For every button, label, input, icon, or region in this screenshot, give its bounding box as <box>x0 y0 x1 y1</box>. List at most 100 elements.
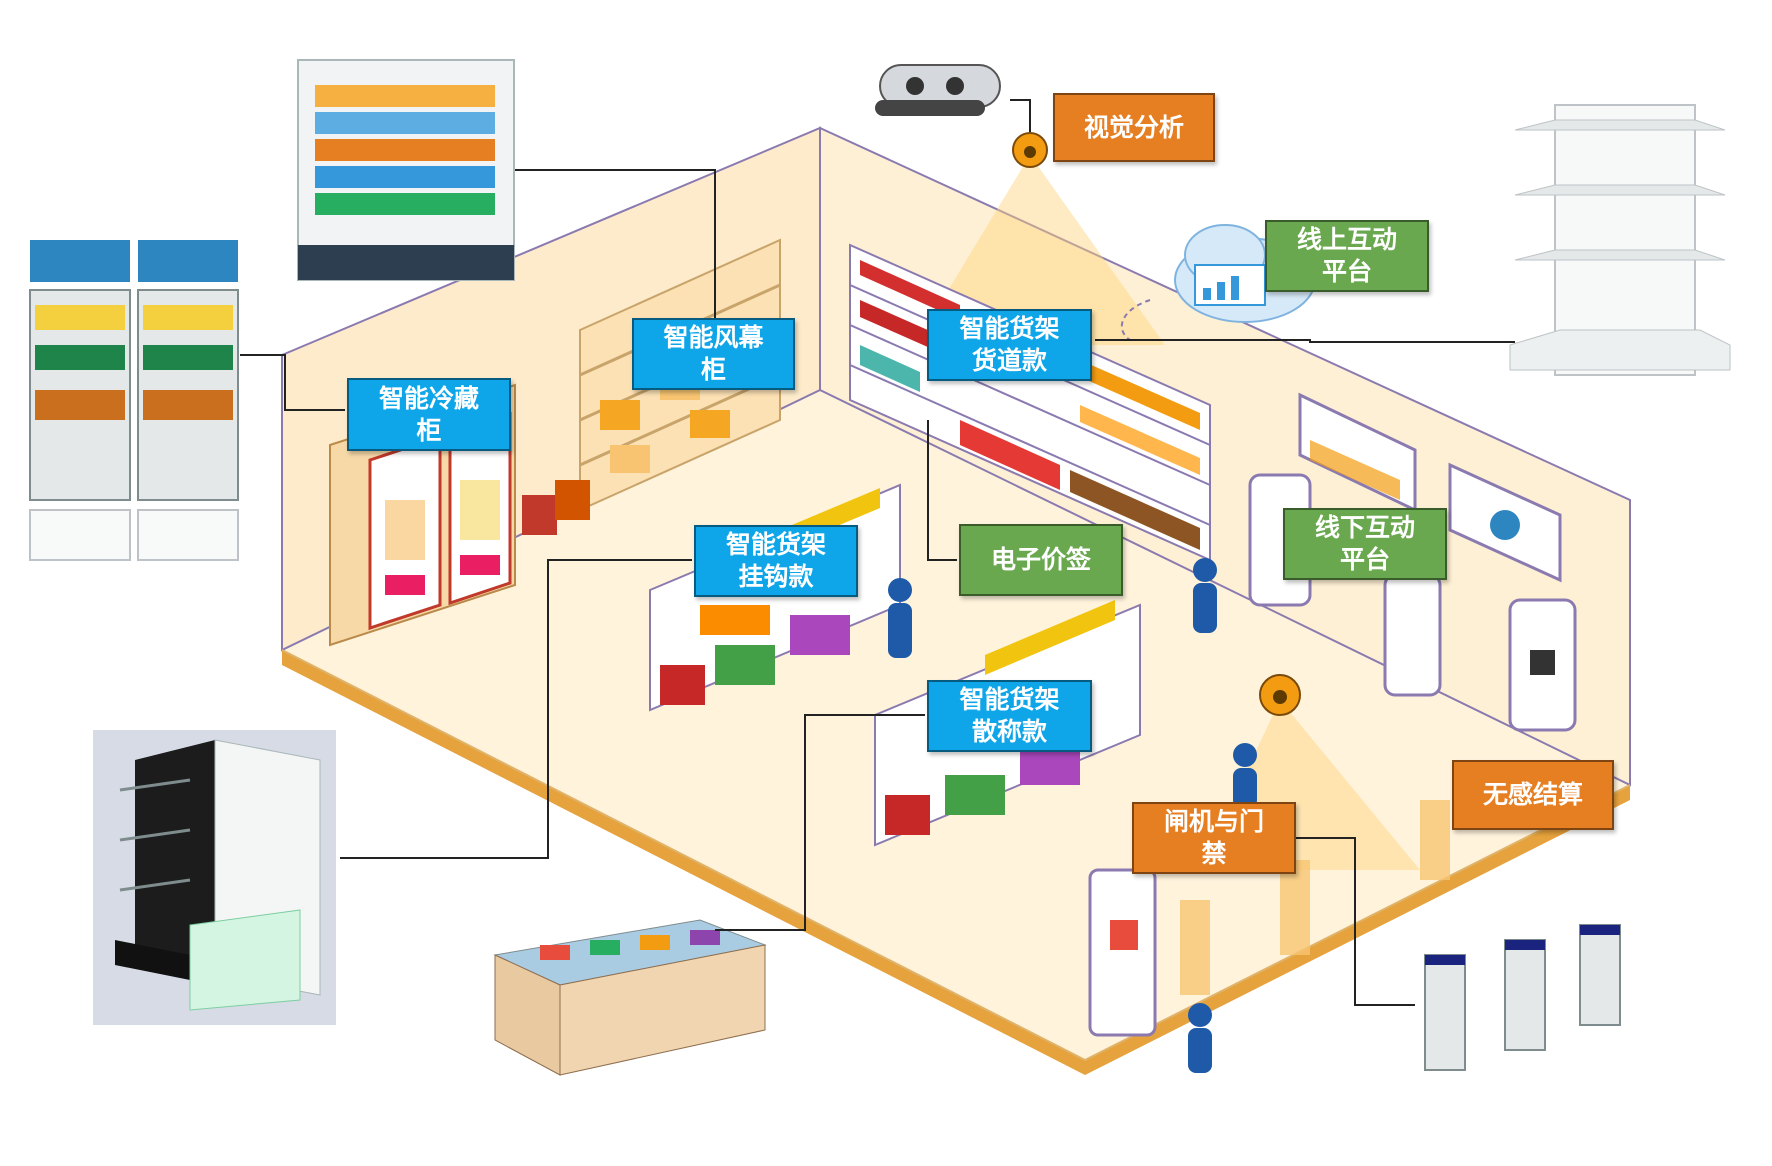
fridge-row <box>35 305 125 330</box>
connector-bulk <box>715 714 925 931</box>
cloud-screen-bar <box>1217 282 1225 300</box>
gate-panel <box>1424 954 1466 1071</box>
chiller-shelf <box>315 166 495 188</box>
pegboard-base-green <box>189 909 301 1011</box>
hook-goods-green <box>715 645 775 685</box>
vision-light-cone <box>915 155 1165 345</box>
fridge-top-panel <box>138 240 238 282</box>
shopper-body <box>1188 1028 1212 1073</box>
label-offline-platform: 线下互动 平台 <box>1283 508 1447 580</box>
wall-shelf-tier <box>1514 184 1726 196</box>
gate-top <box>1580 925 1620 935</box>
offline-screens <box>1248 392 1577 732</box>
wind-shelf-goods <box>690 410 730 438</box>
lane-goods-orange <box>1080 405 1200 475</box>
shopper-head <box>888 578 912 602</box>
bulk-goods <box>540 945 570 960</box>
lane-goods-brown <box>1070 470 1200 550</box>
bulk-goods <box>690 930 720 945</box>
wind-shelf-goods <box>610 445 650 473</box>
connector-vision <box>1010 99 1031 132</box>
shopper-head <box>1233 743 1257 767</box>
open-air-chiller-icon <box>297 59 515 281</box>
poster-stand <box>1088 868 1157 1037</box>
bulk-goods <box>640 935 670 950</box>
fridge-row <box>35 345 125 370</box>
gate-post <box>1180 900 1210 995</box>
cloud-screen-bar <box>1203 288 1211 300</box>
vision-camera-lens <box>906 77 924 95</box>
fridge-base <box>29 509 131 561</box>
label-online-platform: 线上互动 平台 <box>1265 220 1429 292</box>
chiller-shelf <box>315 85 495 107</box>
fridge-row <box>143 390 233 420</box>
shopper-figure-icon <box>1193 558 1217 633</box>
hook-goods-purple <box>790 615 850 655</box>
bulk-goods-red <box>885 795 930 835</box>
connector-eprice <box>927 420 957 561</box>
shopper-figure-icon <box>888 578 912 658</box>
fridge-bottles <box>460 480 500 540</box>
floor-right-outline <box>1084 784 1631 1061</box>
floor-left-outline <box>281 649 1086 1061</box>
shopper-head <box>1188 1003 1212 1027</box>
speed-gate-icon <box>1424 924 1621 1071</box>
lane-goods-red <box>860 260 960 320</box>
bulk-bin-table-icon <box>493 919 767 1076</box>
lane-goods-teal <box>860 345 920 392</box>
chiller-shelf <box>315 112 495 134</box>
lane-goods-red <box>960 420 1060 490</box>
bulk-table-side <box>559 944 766 1076</box>
fridge-row <box>35 390 125 420</box>
wall-shelf-base <box>1509 329 1731 371</box>
entrance-items <box>1088 800 1450 1037</box>
wall-screen-chart <box>1310 440 1400 500</box>
label-smart-shelf-hook: 智能货架 挂钩款 <box>694 525 858 597</box>
vision-camera-icon <box>875 64 1001 116</box>
cloud-screen-bar <box>1231 276 1239 300</box>
label-smart-wind-cabinet: 智能风幕 柜 <box>632 318 795 390</box>
qr-code-icon <box>1530 650 1555 675</box>
hook-goods-red <box>660 665 705 705</box>
gate-post <box>1420 800 1450 880</box>
connector-gate <box>1295 837 1415 1006</box>
connector-fridge <box>240 354 345 411</box>
label-smart-fridge: 智能冷藏 柜 <box>347 378 511 451</box>
fridge-goods <box>385 575 425 595</box>
vision-camera-base <box>875 100 985 116</box>
shopper-body <box>888 603 912 658</box>
chiller-shelf <box>315 193 495 215</box>
gate-panel <box>1504 939 1546 1051</box>
peg-hook <box>119 828 191 842</box>
ceiling-camera-lens <box>1273 690 1287 704</box>
gate-top <box>1425 955 1465 965</box>
label-electronic-price-tag: 电子价签 <box>959 524 1123 596</box>
label-smart-shelf-lane: 智能货架 货道款 <box>927 309 1092 381</box>
connector-lane <box>1095 339 1515 343</box>
wall-shelf-icon <box>1509 104 1731 376</box>
vision-camera-lens <box>946 77 964 95</box>
fridge-bottles <box>385 500 425 560</box>
shopper-body <box>1193 583 1217 633</box>
floor-edge <box>282 650 1085 1075</box>
lane-goods-orange <box>1080 360 1200 430</box>
shopping-basket-icon <box>522 495 557 535</box>
fridge-row <box>143 345 233 370</box>
pegboard-shelf-icon <box>93 730 336 1025</box>
shopping-basket-icon <box>555 480 590 520</box>
label-smart-shelf-bulk: 智能货架 散称款 <box>927 680 1092 752</box>
shopper-body <box>1233 768 1257 808</box>
shopper-figure-icon <box>1188 1003 1212 1073</box>
connector-hook <box>340 559 692 859</box>
label-gate-access-control: 闸机与门 禁 <box>1132 802 1296 874</box>
lane-goods-red <box>860 300 930 348</box>
bulk-goods-green <box>945 775 1005 815</box>
wall-shelf-tier <box>1514 119 1726 131</box>
kiosk-screen <box>1383 573 1442 697</box>
fridge-top-panel <box>30 240 130 282</box>
gift-box-icon <box>1110 920 1138 950</box>
fridge-row <box>143 305 233 330</box>
bulk-goods <box>590 940 620 955</box>
